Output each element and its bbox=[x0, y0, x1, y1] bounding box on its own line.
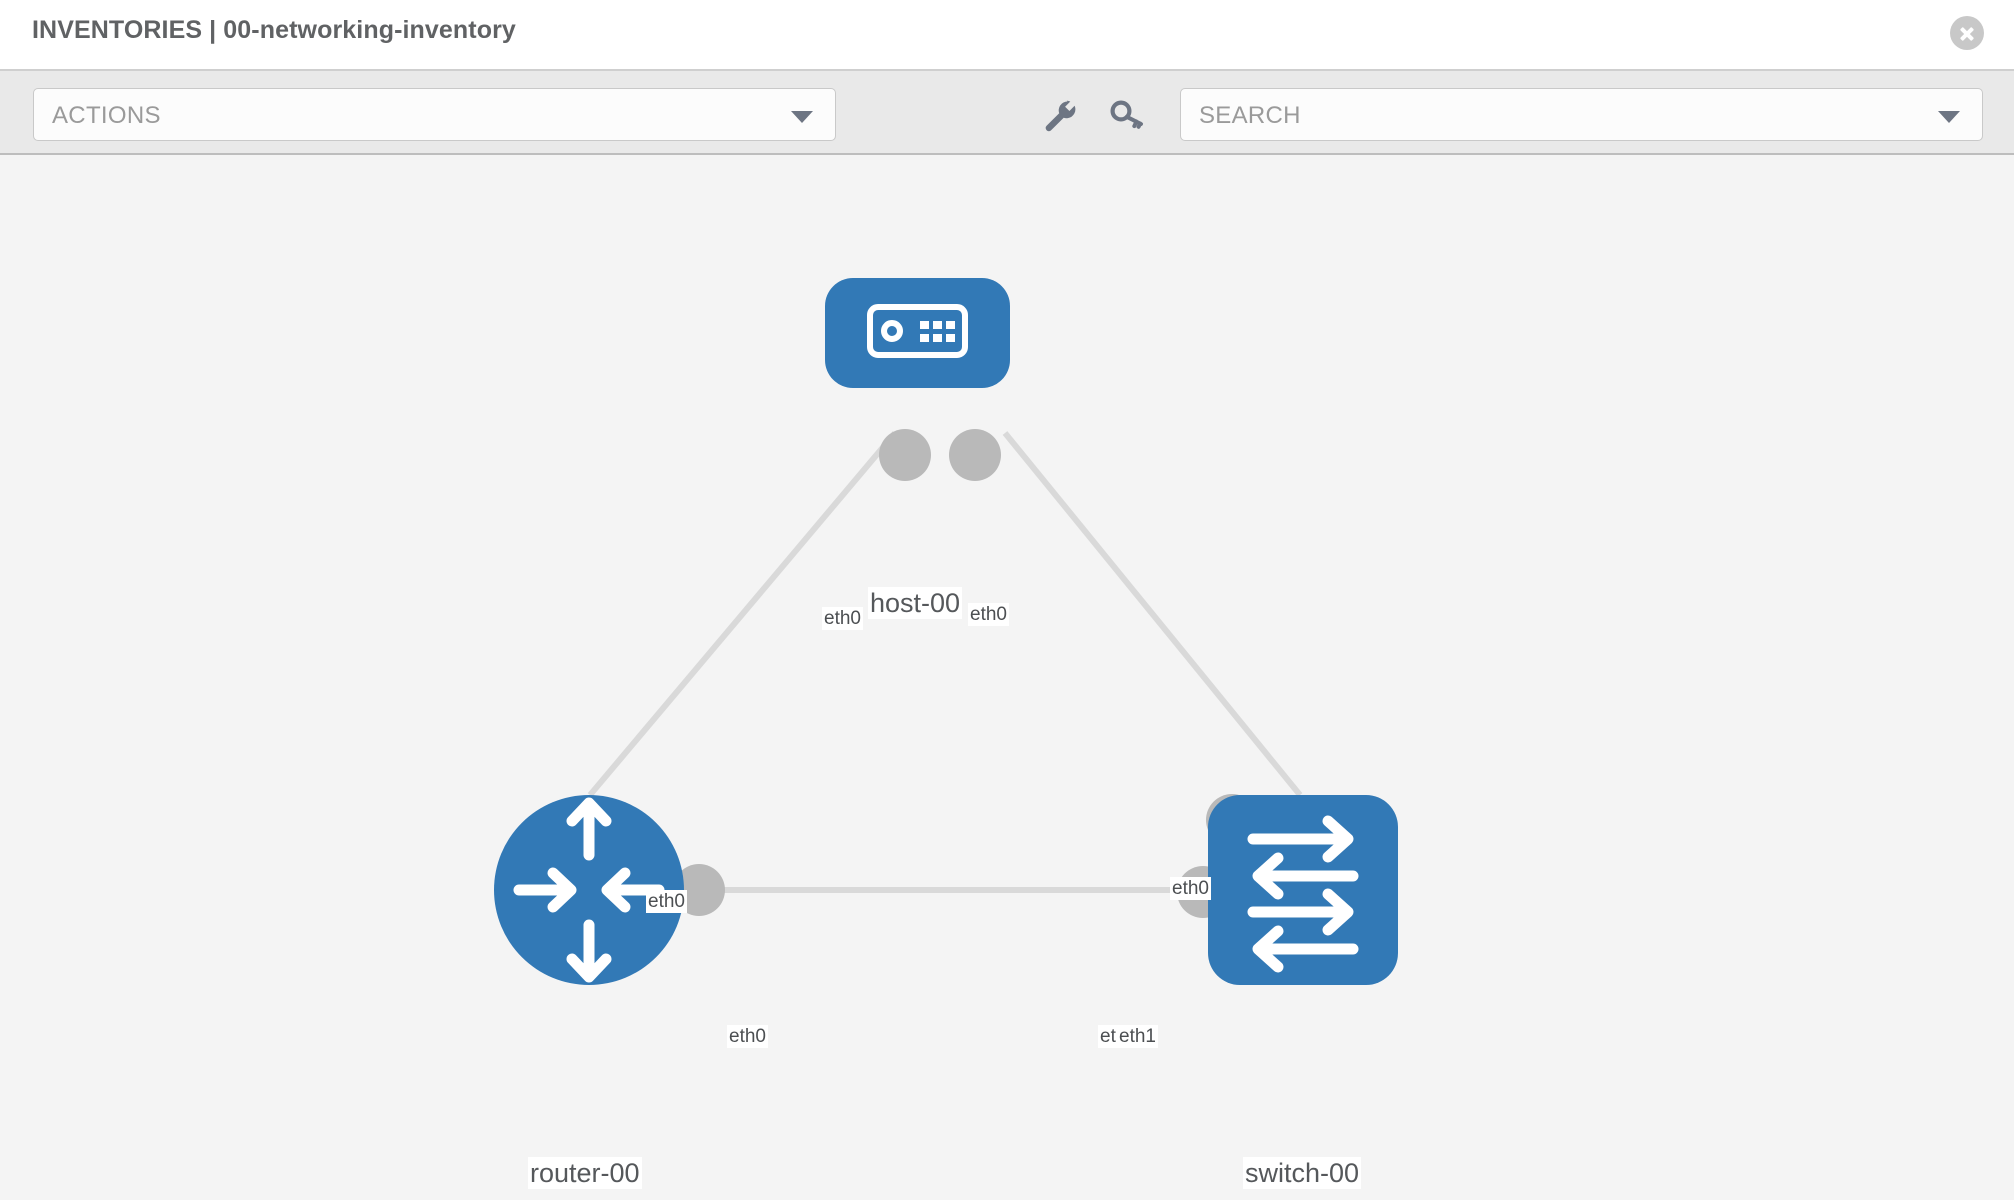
wrench-icon[interactable] bbox=[1037, 93, 1081, 137]
search-input[interactable]: SEARCH bbox=[1180, 88, 1983, 141]
node-host-00 bbox=[825, 278, 1010, 388]
router-node-shape bbox=[494, 795, 684, 985]
chevron-down-icon bbox=[791, 111, 813, 123]
edge-host-router bbox=[587, 431, 898, 797]
edge-host-switch bbox=[1002, 431, 1303, 797]
topology-svg bbox=[494, 278, 1398, 985]
edge-label-host-left: eth0 bbox=[822, 607, 863, 630]
node-label-router: router-00 bbox=[528, 1157, 642, 1189]
topology-canvas[interactable]: host-00 router-00 switch-00 eth0 eth0 et… bbox=[0, 155, 2014, 1200]
page-header: INVENTORIES | 00-networking-inventory bbox=[0, 0, 2014, 69]
edge-label-switch-left-b: eth1 bbox=[1117, 1025, 1158, 1048]
switch-arrows-icon bbox=[1247, 815, 1359, 973]
edge-label-host-right: eth0 bbox=[968, 603, 1009, 626]
port-host-right bbox=[949, 429, 1001, 481]
topology-edges bbox=[587, 431, 1303, 893]
topology-ports bbox=[673, 429, 1258, 918]
edge-label-router-right: eth0 bbox=[727, 1025, 768, 1048]
node-switch-00 bbox=[1208, 795, 1398, 985]
actions-dropdown-label: ACTIONS bbox=[52, 102, 161, 129]
port-host-left bbox=[879, 429, 931, 481]
node-label-host: host-00 bbox=[868, 587, 963, 619]
close-icon[interactable] bbox=[1950, 16, 1984, 50]
edge-label-router-up: eth0 bbox=[646, 890, 687, 913]
router-arrows-icon bbox=[513, 797, 665, 983]
host-node-shape bbox=[825, 278, 1010, 388]
node-router-00 bbox=[494, 795, 684, 985]
server-icon bbox=[867, 304, 968, 358]
key-icon[interactable] bbox=[1105, 93, 1149, 137]
page-title: INVENTORIES | 00-networking-inventory bbox=[32, 16, 516, 44]
chevron-down-icon[interactable] bbox=[1938, 111, 1960, 123]
switch-node-shape bbox=[1208, 795, 1398, 985]
topology-graph: host-00 router-00 switch-00 eth0 eth0 et… bbox=[0, 155, 2014, 1200]
actions-dropdown[interactable]: ACTIONS bbox=[33, 88, 836, 141]
search-placeholder: SEARCH bbox=[1199, 102, 1301, 129]
node-label-switch: switch-00 bbox=[1243, 1157, 1362, 1189]
toolbar: ACTIONS SEARCH bbox=[0, 69, 2014, 155]
edge-label-switch-up: eth0 bbox=[1170, 877, 1211, 900]
